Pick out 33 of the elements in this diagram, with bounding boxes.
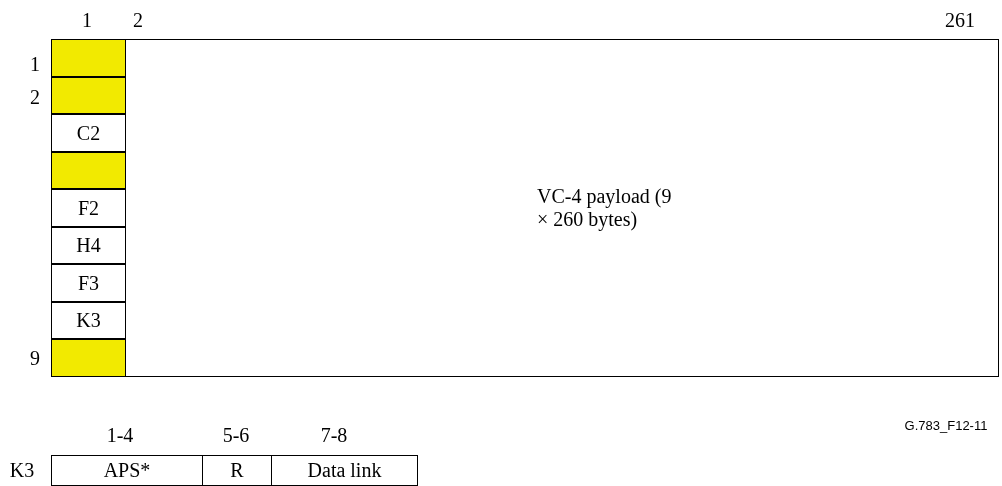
column-number: 261 <box>945 8 975 32</box>
row-number: 2 <box>30 85 40 109</box>
overhead-byte-cell <box>51 77 126 114</box>
byte-name: K3 <box>9 458 35 482</box>
byte-name: Data link <box>307 459 382 482</box>
row-number: 9 <box>30 346 40 370</box>
bit-range: 1-4 <box>106 423 134 447</box>
bit-range: 5-6 <box>222 423 250 447</box>
byte-name: C2 <box>76 121 101 145</box>
overhead-byte-cell <box>51 152 126 189</box>
payload-area <box>126 39 999 377</box>
overhead-byte-cell <box>51 227 126 264</box>
byte-name: K3 <box>76 309 101 332</box>
overhead-byte-cell <box>51 189 126 227</box>
byte-name: H4 <box>76 234 101 257</box>
byte-name: F3 <box>77 271 100 295</box>
overhead-byte-cell <box>51 114 126 152</box>
byte-name: R <box>230 459 244 482</box>
byte-name: APS* <box>103 459 151 482</box>
byte-name: F2 <box>77 196 100 220</box>
overhead-byte-cell <box>51 39 126 77</box>
column-number: 1 <box>82 8 92 32</box>
bit-range: 7-8 <box>320 423 348 447</box>
column-number: 2 <box>133 8 143 32</box>
overhead-byte-cell <box>51 339 126 377</box>
payload-label: VC-4 payload (9 × 260 bytes) <box>537 185 673 231</box>
row-number: 1 <box>30 52 40 76</box>
bit-field <box>51 455 203 486</box>
overhead-byte-cell <box>51 264 126 302</box>
figure-id: G.783_F12-11 <box>904 417 988 433</box>
overhead-byte-cell <box>51 302 126 339</box>
bit-field <box>272 455 418 486</box>
bit-field <box>203 455 272 486</box>
